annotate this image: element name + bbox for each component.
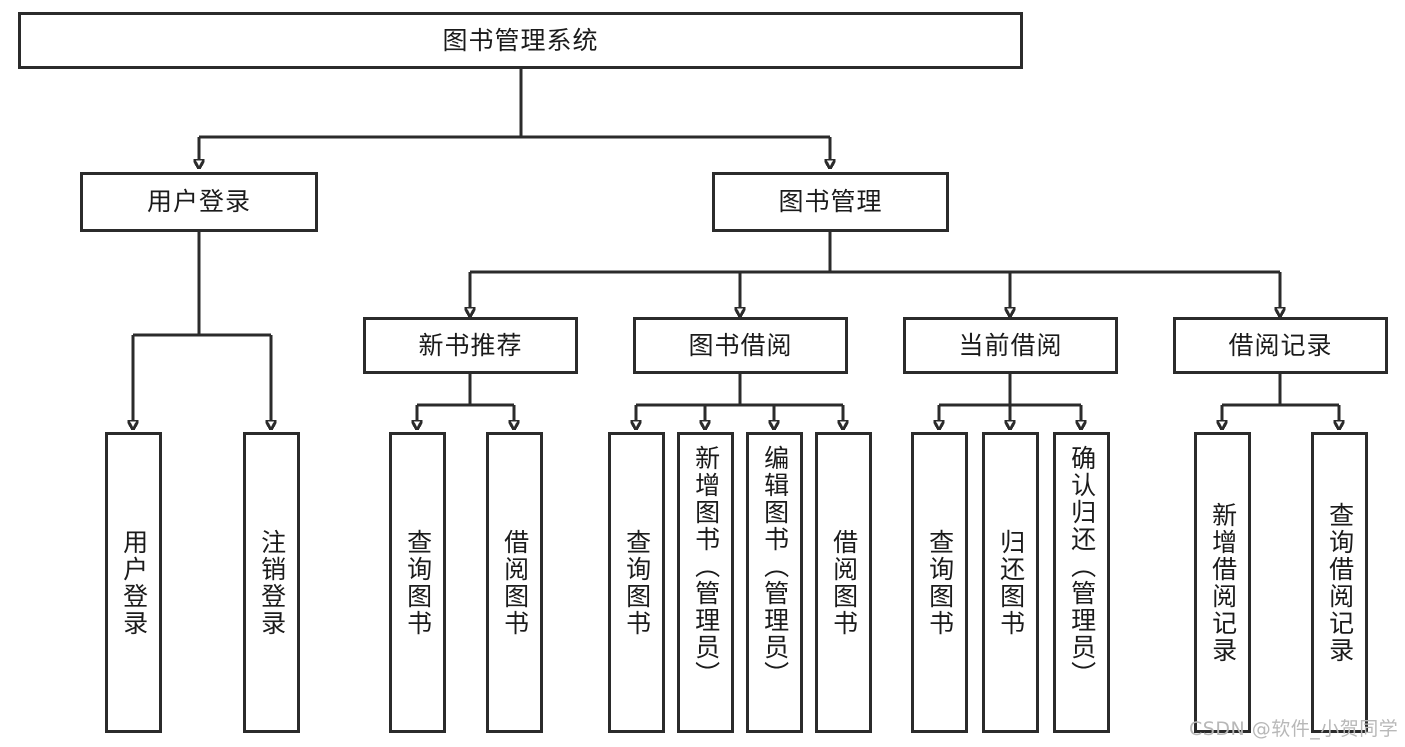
node-label: 查询图书: [925, 528, 955, 637]
node-label: 新增借阅记录: [1208, 501, 1238, 664]
node-label: 新增图书（管理员）: [691, 445, 721, 688]
node-label: 注销登录: [257, 528, 287, 637]
node-user-login[interactable]: 用户登录: [80, 172, 318, 232]
leaf-book-borrow-query-book[interactable]: 查询图书: [608, 432, 665, 733]
node-label: 图书借阅: [688, 330, 793, 360]
node-label: 编辑图书（管理员）: [760, 445, 790, 688]
node-label: 图书管理系统: [442, 25, 599, 55]
leaf-borrow-record-query-record[interactable]: 查询借阅记录: [1311, 432, 1368, 733]
node-current-borrow[interactable]: 当前借阅: [903, 317, 1118, 374]
node-label: 新书推荐: [418, 330, 523, 360]
leaf-user-login-login[interactable]: 用户登录: [105, 432, 162, 733]
node-label: 借阅图书: [500, 528, 530, 637]
leaf-current-borrow-query-book[interactable]: 查询图书: [911, 432, 968, 733]
watermark: CSDN @软件_小贺同学: [1189, 718, 1399, 740]
leaf-book-borrow-edit-book-admin[interactable]: 编辑图书（管理员）: [746, 432, 803, 733]
node-book-management[interactable]: 图书管理: [712, 172, 949, 232]
leaf-user-login-logout[interactable]: 注销登录: [243, 432, 300, 733]
node-label: 查询图书: [622, 528, 652, 637]
node-label: 确认归还（管理员）: [1067, 445, 1097, 688]
leaf-current-borrow-confirm-return-admin[interactable]: 确认归还（管理员）: [1053, 432, 1110, 733]
node-label: 用户登录: [146, 187, 251, 216]
node-label: 借阅记录: [1228, 330, 1333, 360]
node-label: 查询借阅记录: [1325, 501, 1355, 664]
leaf-borrow-record-add-record[interactable]: 新增借阅记录: [1194, 432, 1251, 733]
node-new-book-recommend[interactable]: 新书推荐: [363, 317, 578, 374]
node-label: 当前借阅: [958, 330, 1063, 360]
leaf-new-book-borrow-book[interactable]: 借阅图书: [486, 432, 543, 733]
node-label: 查询图书: [403, 528, 433, 637]
leaf-book-borrow-borrow-book[interactable]: 借阅图书: [815, 432, 872, 733]
node-book-borrow[interactable]: 图书借阅: [633, 317, 848, 374]
node-label: 图书管理: [778, 187, 883, 216]
leaf-book-borrow-add-book-admin[interactable]: 新增图书（管理员）: [677, 432, 734, 733]
leaf-new-book-query-book[interactable]: 查询图书: [389, 432, 446, 733]
node-label: 用户登录: [119, 528, 149, 637]
node-root-library-management-system[interactable]: 图书管理系统: [18, 12, 1023, 69]
leaf-current-borrow-return-book[interactable]: 归还图书: [982, 432, 1039, 733]
node-borrow-record[interactable]: 借阅记录: [1173, 317, 1388, 374]
node-label: 归还图书: [996, 528, 1026, 637]
node-label: 借阅图书: [829, 528, 859, 637]
